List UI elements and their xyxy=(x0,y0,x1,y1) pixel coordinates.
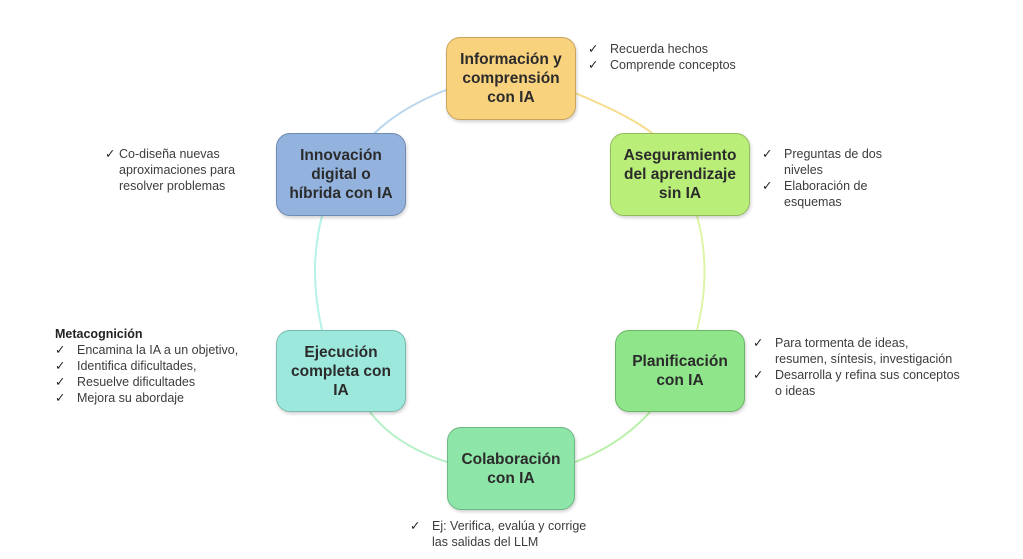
notes-aseguramiento: ✓Preguntas de dos niveles ✓Elaboración d… xyxy=(762,146,882,210)
node-innovacion-label: Innovación digital o híbrida con IA xyxy=(289,147,393,202)
ring-arc-planning-collab xyxy=(574,411,651,463)
node-innovacion: Innovación digital o híbrida con IA xyxy=(276,133,406,216)
check-icon: ✓ xyxy=(753,368,764,382)
node-informacion-label: Información y comprensión con IA xyxy=(460,51,562,106)
note-item: ✓Recuerda hechos xyxy=(588,42,708,56)
check-icon: ✓ xyxy=(588,42,599,56)
note-item: ✓Identifica dificultades, xyxy=(55,359,197,373)
note-item: ✓Desarrolla y refina sus conceptos o ide… xyxy=(753,368,960,398)
node-informacion: Información y comprensión con IA xyxy=(446,37,576,120)
ring-arc-collab-execution xyxy=(369,411,448,463)
note-item: ✓Elaboración de esquemas xyxy=(762,179,868,209)
notes-colaboracion: ✓Ej: Verifica, evalúa y corrige las sali… xyxy=(410,518,586,550)
node-ejecucion: Ejecución completa con IA xyxy=(276,330,406,412)
check-icon: ✓ xyxy=(762,179,773,193)
check-icon: ✓ xyxy=(55,359,66,373)
note-item: ✓Para tormenta de ideas, resumen, síntes… xyxy=(753,336,953,366)
node-ejecucion-label: Ejecución completa con IA xyxy=(291,343,391,399)
note-item: ✓Encamina la IA a un objetivo, xyxy=(55,343,239,357)
note-item: ✓Comprende conceptos xyxy=(588,58,736,72)
check-icon: ✓ xyxy=(55,391,66,405)
notes-ejecucion: Metacognición ✓Encamina la IA a un objet… xyxy=(55,326,238,406)
check-icon: ✓ xyxy=(753,336,764,350)
node-planificacion: Planificación con IA xyxy=(615,330,745,412)
metacognicion-heading: Metacognición xyxy=(55,327,143,341)
check-icon: ✓ xyxy=(55,343,66,357)
check-icon: ✓ xyxy=(105,147,116,161)
note-item: ✓Preguntas de dos niveles xyxy=(762,147,882,177)
ring-arc-execution-innovation xyxy=(314,215,323,331)
node-aseguramiento-label: Aseguramiento del aprendizaje sin IA xyxy=(623,147,737,202)
note-item: ✓Co-diseña nuevas aproximaciones para re… xyxy=(105,147,236,193)
check-icon: ✓ xyxy=(410,519,421,533)
node-colaboracion-label: Colaboración con IA xyxy=(461,450,561,487)
note-item: ✓Mejora su abordaje xyxy=(55,391,185,405)
node-aseguramiento: Aseguramiento del aprendizaje sin IA xyxy=(610,133,750,216)
notes-planificacion: ✓Para tormenta de ideas, resumen, síntes… xyxy=(753,335,960,399)
check-icon: ✓ xyxy=(762,147,773,161)
ring-arc-assurance-planning xyxy=(696,215,706,331)
note-item: ✓Ej: Verifica, evalúa y corrige las sali… xyxy=(410,519,587,549)
node-planificacion-label: Planificación con IA xyxy=(632,353,728,389)
notes-innovacion: ✓Co-diseña nuevas aproximaciones para re… xyxy=(105,146,235,194)
note-item: ✓Resuelve dificultades xyxy=(55,375,196,389)
node-colaboracion: Colaboración con IA xyxy=(447,427,575,510)
check-icon: ✓ xyxy=(55,375,66,389)
notes-informacion: ✓Recuerda hechos ✓Comprende conceptos xyxy=(588,41,736,73)
check-icon: ✓ xyxy=(588,58,599,72)
